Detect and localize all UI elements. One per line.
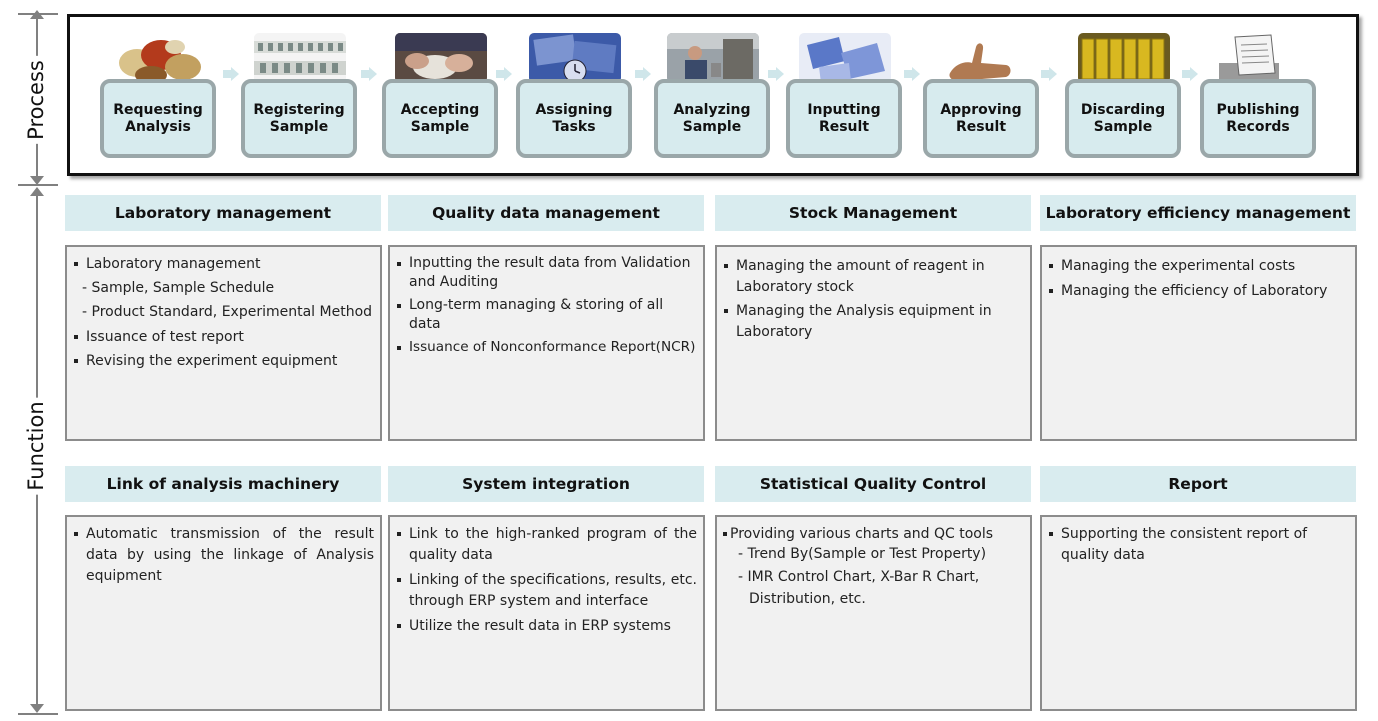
chevron-right-icon	[223, 67, 239, 81]
list-item: Managing the amount of reagent in Labora…	[723, 256, 1024, 297]
step-label-line2: Sample	[1093, 118, 1153, 135]
list-item: Utilize the result data in ERP systems	[396, 616, 697, 637]
barrels-photo-icon	[1078, 33, 1170, 83]
list-item: Long-term managing & storing of all data	[396, 296, 697, 334]
step-card: Registering Sample	[241, 79, 357, 158]
process-flow-panel: Requesting Analysis Registering Sample	[67, 14, 1359, 176]
sqc-box: Providing various charts and QC tools - …	[715, 515, 1032, 711]
step-label-line2: Sample	[682, 118, 742, 135]
list-item: Issuance of Nonconformance Report(NCR)	[396, 338, 697, 357]
list-item: Managing the efficiency of Laboratory	[1048, 281, 1349, 302]
hands-sample-photo-icon	[395, 33, 487, 83]
analysis-machinery-box: Automatic transmission of the result dat…	[65, 515, 382, 711]
process-axis-arrow-bottom	[30, 176, 44, 185]
list-subitem: - Sample, Sample Schedule	[82, 279, 275, 296]
function-axis-arrow-bottom	[30, 704, 44, 713]
step-card: Accepting Sample	[382, 79, 498, 158]
quality-data-box: Inputting the result data from Validatio…	[388, 245, 705, 441]
process-step-analyzing-sample: Analyzing Sample	[654, 33, 770, 161]
step-label-line1: Analyzing	[673, 101, 751, 118]
chevron-right-icon	[1182, 67, 1198, 81]
sample-tubes-photo-icon	[254, 33, 346, 83]
step-card: Approving Result	[923, 79, 1039, 158]
lab-management-box: Laboratory management - Sample, Sample S…	[65, 245, 382, 441]
process-step-approving-result: Approving Result	[923, 33, 1039, 161]
step-label-line2: Result	[818, 118, 870, 135]
system-integration-header: System integration	[388, 466, 704, 502]
step-label-line2: Analysis	[125, 118, 191, 135]
stock-management-box: Managing the amount of reagent in Labora…	[715, 245, 1032, 441]
axis-bottom-tick	[18, 713, 58, 715]
axis-divider-tick	[18, 184, 58, 186]
list-item: Managing the experimental costs	[1048, 256, 1349, 277]
process-axis-label: Process	[24, 56, 48, 144]
step-label-line1: Accepting	[400, 101, 480, 118]
chevron-right-icon	[635, 67, 651, 81]
process-step-assigning-tasks: Assigning Tasks	[516, 33, 632, 161]
process-step-registering-sample: Registering Sample	[241, 33, 357, 161]
chevron-right-icon	[768, 67, 784, 81]
step-card: Assigning Tasks	[516, 79, 632, 158]
report-box: Supporting the consistent report of qual…	[1040, 515, 1357, 711]
process-step-accepting-sample: Accepting Sample	[382, 33, 498, 161]
axis-top-tick	[18, 13, 58, 15]
chevron-right-icon	[361, 67, 377, 81]
paper-stack-photo-icon	[1213, 33, 1305, 83]
step-label-line1: Publishing	[1216, 101, 1300, 118]
list-item: Managing the Analysis equipment in Labor…	[723, 301, 1024, 342]
list-subitem: - Product Standard, Experimental Method	[82, 303, 373, 320]
report-header: Report	[1040, 466, 1356, 502]
step-label-line2: Sample	[410, 118, 470, 135]
step-label-line2: Records	[1226, 118, 1290, 135]
chevron-right-icon	[1041, 67, 1057, 81]
clock-papers-photo-icon	[529, 33, 621, 83]
list-item: Inputting the result data from Validatio…	[396, 254, 697, 292]
analysis-machinery-header: Link of analysis machinery	[65, 466, 381, 502]
step-label-line1: Assigning	[535, 101, 613, 118]
quality-data-header: Quality data management	[388, 195, 704, 231]
list-subitem: - IMR Control Chart, X-Bar R Chart,	[738, 568, 980, 585]
list-item: Laboratory management	[73, 254, 374, 275]
step-card: Requesting Analysis	[100, 79, 216, 158]
sqc-header: Statistical Quality Control	[715, 466, 1031, 502]
step-label-line1: Discarding	[1080, 101, 1166, 118]
list-item: Revising the experiment equipment	[73, 351, 374, 372]
thumbs-up-photo-icon	[936, 33, 1028, 83]
step-label-line1: Inputting	[807, 101, 881, 118]
list-item: Issuance of test report	[73, 327, 374, 348]
list-item: Link to the high-ranked program of the q…	[396, 524, 697, 566]
step-label-line1: Registering	[253, 101, 345, 118]
list-item: Supporting the consistent report of qual…	[1048, 524, 1349, 566]
list-item: Linking of the specifications, results, …	[396, 570, 697, 612]
step-label-line2: Sample	[269, 118, 329, 135]
step-label-line1: Requesting	[113, 101, 203, 118]
process-step-publishing-records: Publishing Records	[1200, 33, 1316, 161]
lab-worker-photo-icon	[667, 33, 759, 83]
documents-photo-icon	[799, 33, 891, 83]
stock-management-header: Stock Management	[715, 195, 1031, 231]
list-item: Providing various charts and QC tools	[723, 524, 1024, 545]
lab-management-header: Laboratory management	[65, 195, 381, 231]
chevron-right-icon	[904, 67, 920, 81]
lab-efficiency-header: Laboratory efficiency management	[1040, 195, 1356, 231]
step-card: Publishing Records	[1200, 79, 1316, 158]
step-label-line2: Tasks	[552, 118, 596, 135]
process-step-discarding-sample: Discarding Sample	[1065, 33, 1181, 161]
system-integration-box: Link to the high-ranked program of the q…	[388, 515, 705, 711]
list-subitem: Distribution, etc.	[749, 590, 866, 607]
spices-photo-icon	[113, 33, 205, 83]
step-card: Discarding Sample	[1065, 79, 1181, 158]
lab-efficiency-box: Managing the experimental costs Managing…	[1040, 245, 1357, 441]
list-subitem: - Trend By(Sample or Test Property)	[738, 545, 987, 562]
function-axis-label: Function	[24, 397, 48, 495]
step-card: Analyzing Sample	[654, 79, 770, 158]
function-axis-arrow-top	[30, 187, 44, 196]
step-label-line1: Approving	[940, 101, 1022, 118]
step-label-line2: Result	[955, 118, 1007, 135]
list-item: Automatic transmission of the result dat…	[73, 524, 374, 587]
step-card: Inputting Result	[786, 79, 902, 158]
chevron-right-icon	[496, 67, 512, 81]
process-step-requesting-analysis: Requesting Analysis	[100, 33, 216, 161]
process-step-inputting-result: Inputting Result	[786, 33, 902, 161]
